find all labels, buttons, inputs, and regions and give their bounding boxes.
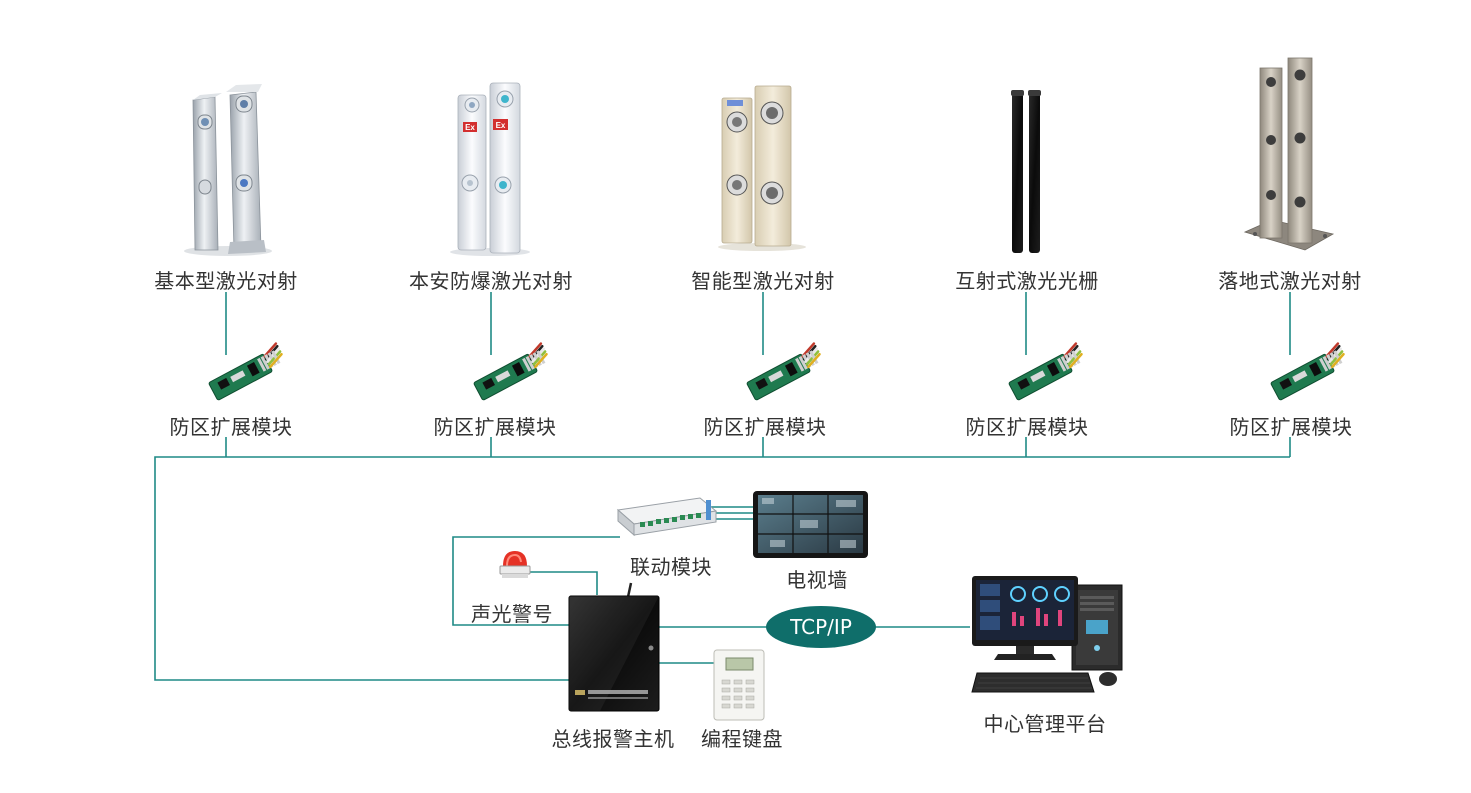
beige-laser-beam-pair-icon xyxy=(718,85,806,251)
rs485-bus-line xyxy=(154,456,1290,681)
silver-laser-beam-pair-icon xyxy=(184,84,272,256)
zone-expansion-board-icon xyxy=(746,342,821,401)
tcp-ip-badge: TCP/IP xyxy=(766,606,876,648)
linkage-module-label: 联动模块 xyxy=(630,555,712,579)
svg-text:Ex: Ex xyxy=(465,123,475,132)
module-label-5: 防区扩展模块 xyxy=(1229,415,1353,439)
zone-expansion-board-icon xyxy=(473,342,548,401)
module-label-1: 防区扩展模块 xyxy=(169,415,293,439)
siren-label: 声光警号 xyxy=(471,602,553,626)
svg-text:Ex: Ex xyxy=(496,121,506,130)
keypad-label: 编程键盘 xyxy=(701,727,783,751)
module-label-2: 防区扩展模块 xyxy=(433,415,557,439)
linkage-relay-box-icon xyxy=(616,497,718,537)
module-label-3: 防区扩展模块 xyxy=(703,415,827,439)
explosion-proof-laser-pair-icon: Ex Ex xyxy=(450,82,530,256)
detector-label-intelligent: 智能型激光对射 xyxy=(691,269,835,293)
detector-label-basic: 基本型激光对射 xyxy=(154,269,298,293)
link-host-linkage xyxy=(452,536,620,626)
zone-expansion-module-boards xyxy=(208,342,1345,401)
monitor-wall-icon xyxy=(753,491,868,558)
host-label: 总线报警主机 xyxy=(551,727,675,751)
floor-standing-laser-pair-icon xyxy=(1243,57,1335,251)
zone-expansion-board-icon xyxy=(1270,342,1345,401)
tcp-ip-label: TCP/IP xyxy=(789,615,852,639)
module-label-4: 防区扩展模块 xyxy=(965,415,1089,439)
zone-expansion-board-icon xyxy=(1008,342,1083,401)
connection-lines xyxy=(154,292,1291,681)
programming-keypad-icon xyxy=(713,649,765,721)
link-host-siren xyxy=(527,571,598,595)
detector-label-floor-standing: 落地式激光对射 xyxy=(1218,269,1362,293)
zone-expansion-board-icon xyxy=(208,342,283,401)
center-platform-label: 中心管理平台 xyxy=(983,712,1107,736)
desktop-workstation-icon xyxy=(971,576,1123,693)
detector-label-grating: 互射式激光光栅 xyxy=(955,269,1099,293)
alarm-host-cabinet-icon xyxy=(568,582,660,712)
strobe-siren-icon xyxy=(499,551,531,578)
black-laser-grating-icon xyxy=(1011,90,1041,253)
detector-label-explosion-proof: 本安防爆激光对射 xyxy=(409,269,573,293)
tv-wall-label: 电视墙 xyxy=(786,568,848,592)
